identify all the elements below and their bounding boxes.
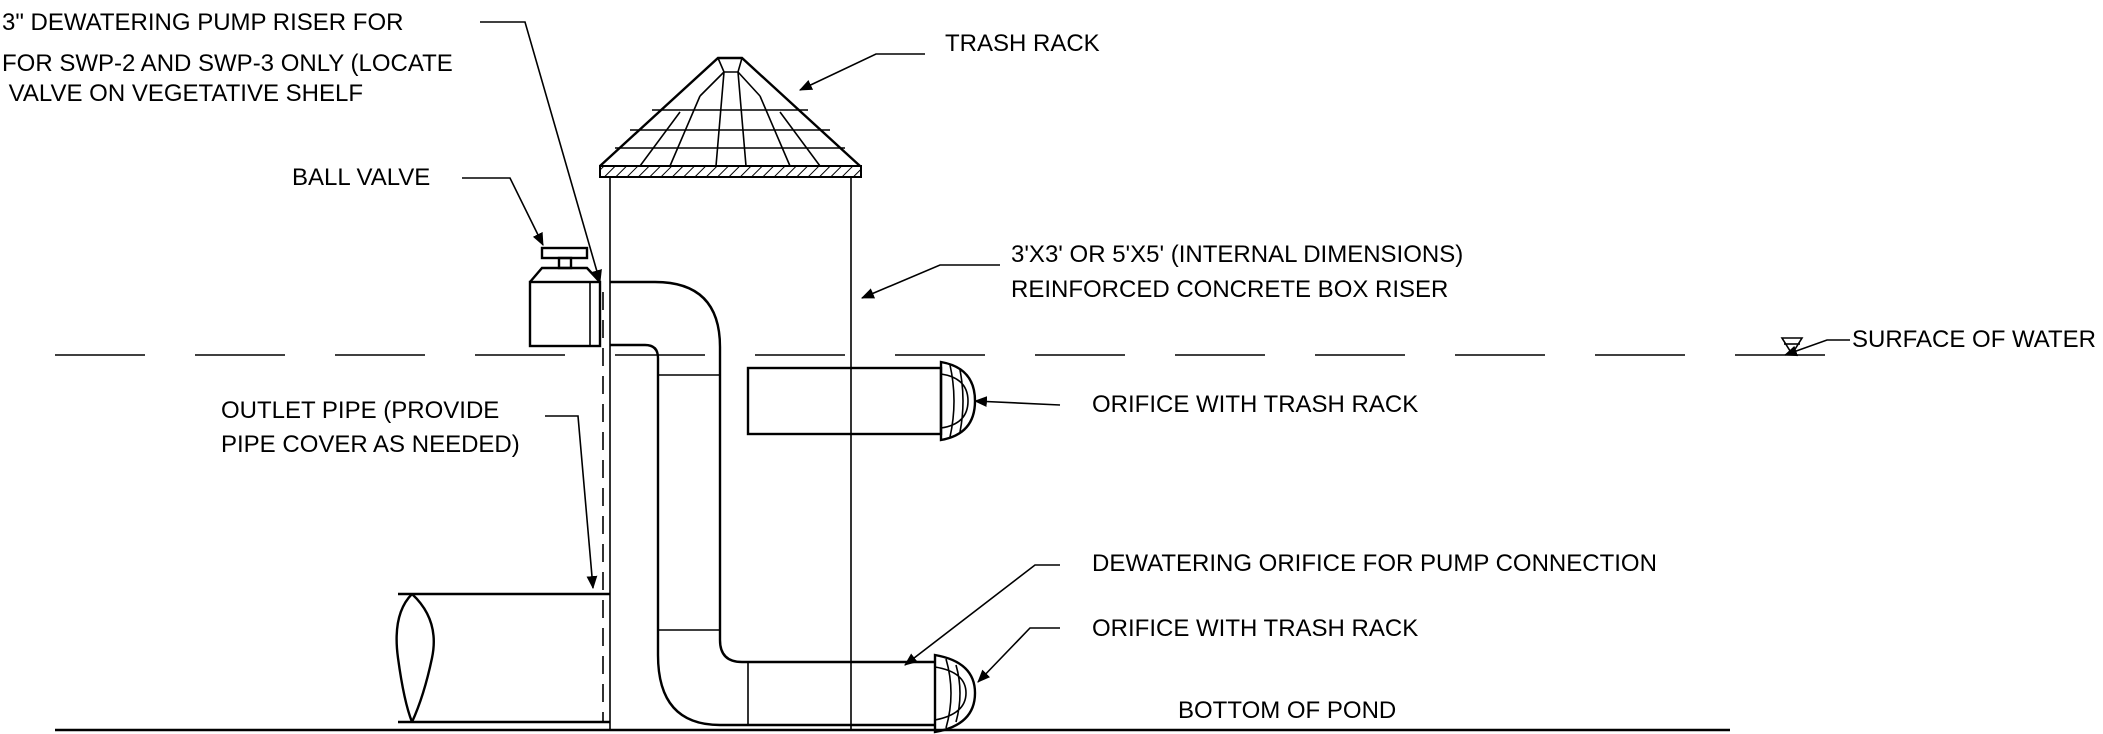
bottom-of-pond-label: BOTTOM OF POND — [1178, 697, 1396, 724]
outlet-pipe-exterior — [395, 292, 610, 724]
dewatering-riser-label-line1: 3" DEWATERING PUMP RISER FOR — [2, 9, 403, 36]
upper-orifice-pipe — [746, 360, 977, 442]
trash-rack-label: TRASH RACK — [945, 30, 1100, 57]
ball-valve — [528, 246, 602, 348]
water-level-symbol — [1780, 337, 1804, 356]
trash-rack-top — [599, 56, 862, 178]
box-riser-label-line1: 3'X3' OR 5'X5' (INTERNAL DIMENSIONS) — [1011, 241, 1463, 268]
leader-lines — [462, 21, 1850, 683]
internal-outlet-pipe — [610, 280, 935, 727]
dewatering-riser-label-line3: VALVE ON VEGETATIVE SHELF — [2, 80, 363, 107]
orifice-upper-label: ORIFICE WITH TRASH RACK — [1092, 391, 1418, 418]
ball-valve-label: BALL VALVE — [292, 164, 430, 191]
orifice-lower-label: ORIFICE WITH TRASH RACK — [1092, 615, 1418, 642]
dewatering-orifice-label: DEWATERING ORIFICE FOR PUMP CONNECTION — [1092, 550, 1657, 577]
dewatering-riser-label-line2: FOR SWP-2 AND SWP-3 ONLY (LOCATE — [2, 50, 453, 77]
outlet-pipe-label-line2: PIPE COVER AS NEEDED) — [221, 431, 520, 458]
surface-of-water-label: SURFACE OF WATER — [1852, 326, 2096, 353]
lower-orifice-rack — [933, 653, 977, 734]
box-riser-label-line2: REINFORCED CONCRETE BOX RISER — [1011, 276, 1448, 303]
outlet-pipe-label-line1: OUTLET PIPE (PROVIDE — [221, 397, 499, 424]
